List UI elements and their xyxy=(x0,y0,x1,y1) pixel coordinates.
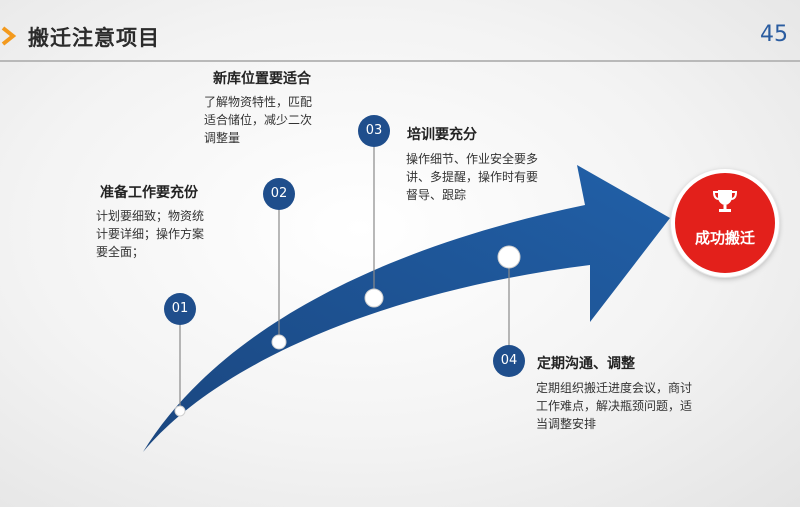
step-title-03: 培训要充分 xyxy=(407,127,477,143)
trophy-icon xyxy=(712,190,738,212)
page-number: 45 xyxy=(760,22,788,47)
slide-title: 搬迁注意项目 xyxy=(28,26,160,50)
goal-badge: 成功搬迁 xyxy=(671,169,779,277)
step-desc-02: 了解物资特性，匹配 适合储位，减少二次 调整量 xyxy=(204,95,313,145)
step-number-03: 03 xyxy=(358,115,390,147)
step-desc-03: 操作细节、作业安全要多 讲、多提醒，操作时有要 督导、跟踪 xyxy=(406,152,539,202)
step-desc-04: 定期组织搬迁进度会议，商讨 工作难点，解决瓶颈问题，适 当调整安排 xyxy=(536,381,693,431)
slide-header: 搬迁注意项目 45 xyxy=(0,0,800,62)
milestone-dot-03 xyxy=(364,288,384,308)
step-number-04: 04 xyxy=(493,345,525,377)
growth-arrow xyxy=(143,165,670,452)
step-number-02: 02 xyxy=(263,178,295,210)
chevron-right-icon xyxy=(1,26,17,46)
header-divider xyxy=(0,60,800,62)
step-number-01: 01 xyxy=(164,293,196,325)
step-title-02: 新库位置要适合 xyxy=(213,71,311,87)
goal-label: 成功搬迁 xyxy=(694,229,755,247)
milestone-dot-02 xyxy=(271,334,287,350)
step-title-04: 定期沟通、调整 xyxy=(537,356,635,372)
milestone-dot-01 xyxy=(174,405,186,417)
milestone-dot-04 xyxy=(497,245,521,269)
step-title-01: 准备工作要充份 xyxy=(100,185,198,201)
step-desc-01: 计划要细致；物资统 计要详细；操作方案 要全面； xyxy=(96,209,205,259)
